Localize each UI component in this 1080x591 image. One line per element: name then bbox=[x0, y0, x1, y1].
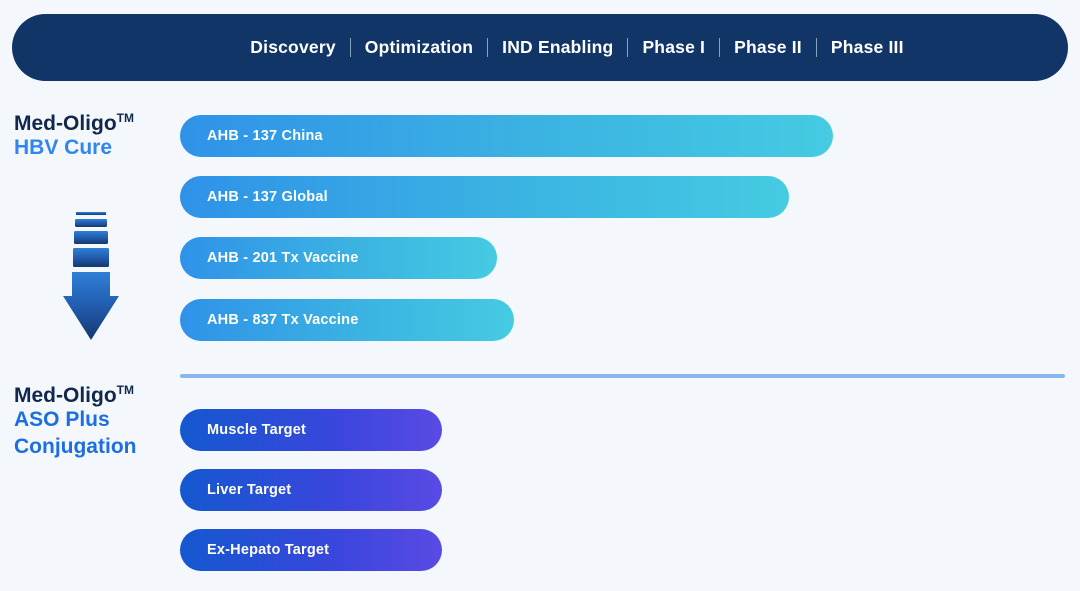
bar-label: Liver Target bbox=[207, 482, 292, 498]
trademark-icon: TM bbox=[116, 111, 134, 125]
phase-item-discovery[interactable]: Discovery bbox=[250, 37, 336, 57]
phase-item-phase-i[interactable]: Phase I bbox=[642, 37, 706, 57]
trademark-icon: TM bbox=[116, 383, 134, 397]
phase-item-phase-ii[interactable]: Phase II bbox=[734, 37, 802, 57]
pipeline-bar-ahb-837-tx-vaccine[interactable]: AHB - 837 Tx Vaccine bbox=[180, 299, 514, 341]
section-label-aso-plus-conjugation: Med-OligoTM ASO Plus Conjugation bbox=[14, 384, 184, 461]
phase-separator-icon bbox=[815, 38, 817, 57]
pipeline-bar-muscle-target[interactable]: Muscle Target bbox=[180, 409, 442, 451]
pipeline-bar-ahb-137-china[interactable]: AHB - 137 China bbox=[180, 115, 833, 157]
pipeline-bar-ahb-137-global[interactable]: AHB - 137 Global bbox=[180, 176, 789, 218]
phase-separator-icon bbox=[349, 38, 351, 57]
phase-item-ind-enabling[interactable]: IND Enabling bbox=[502, 37, 614, 57]
section-divider bbox=[180, 374, 1065, 378]
brand-name-aso: Med-OligoTM bbox=[14, 384, 184, 407]
bar-label: AHB - 137 China bbox=[207, 128, 323, 144]
section-subtitle-conjugation: Conjugation bbox=[14, 434, 137, 458]
phase-separator-icon bbox=[627, 38, 629, 57]
section-label-hbv-cure: Med-OligoTM HBV Cure bbox=[14, 112, 184, 162]
brand-text: Med-Oligo bbox=[14, 384, 117, 407]
pipeline-bar-ahb-201-tx-vaccine[interactable]: AHB - 201 Tx Vaccine bbox=[180, 237, 497, 279]
down-arrow-icon bbox=[62, 212, 120, 342]
bar-label: AHB - 837 Tx Vaccine bbox=[207, 312, 359, 328]
section-subtitle-aso-plus: ASO Plus bbox=[14, 408, 110, 432]
brand-name-hbv: Med-OligoTM bbox=[14, 112, 184, 135]
phase-item-optimization[interactable]: Optimization bbox=[364, 37, 474, 57]
pipeline-bar-ex-hepato-target[interactable]: Ex-Hepato Target bbox=[180, 529, 442, 571]
bar-label: AHB - 137 Global bbox=[207, 189, 328, 205]
bar-label: Ex-Hepato Target bbox=[207, 542, 330, 558]
phase-list: Discovery Optimization IND Enabling Phas… bbox=[236, 37, 917, 58]
phase-header-bar: Discovery Optimization IND Enabling Phas… bbox=[12, 14, 1068, 81]
section-subtitle-hbv-cure: HBV Cure bbox=[14, 136, 113, 160]
phase-separator-icon bbox=[487, 38, 489, 57]
phase-separator-icon bbox=[719, 38, 721, 57]
bar-label: Muscle Target bbox=[207, 422, 307, 438]
phase-item-phase-iii[interactable]: Phase III bbox=[830, 37, 904, 57]
brand-text: Med-Oligo bbox=[14, 112, 117, 135]
pipeline-bar-liver-target[interactable]: Liver Target bbox=[180, 469, 442, 511]
bar-label: AHB - 201 Tx Vaccine bbox=[207, 250, 359, 266]
